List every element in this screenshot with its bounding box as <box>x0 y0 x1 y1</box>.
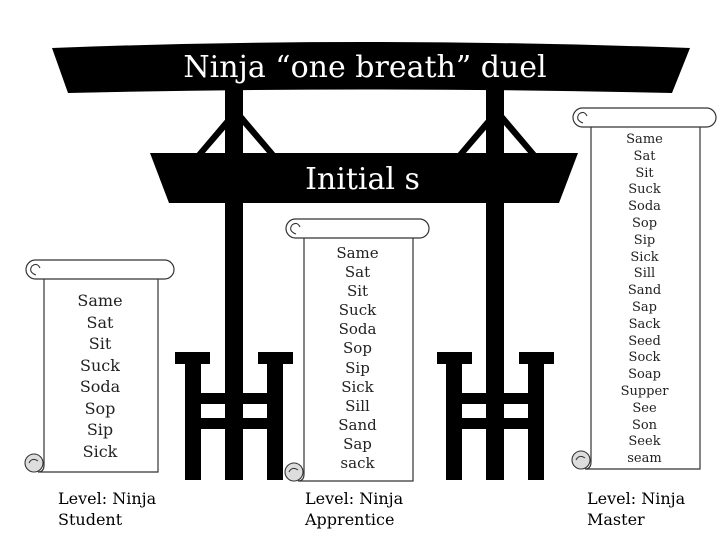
word-item: See <box>632 400 657 416</box>
word-item: Sat <box>86 312 114 332</box>
gate-top-beam <box>52 42 690 93</box>
word-item: Sock <box>628 350 661 366</box>
scroll-top-roll <box>285 218 430 239</box>
page-subtitle: Initial s <box>305 162 420 197</box>
scroll-top-roll <box>572 107 717 128</box>
word-item: Sand <box>338 415 377 434</box>
word-item: seam <box>627 451 662 467</box>
word-item: Seek <box>628 434 661 450</box>
scroll-bottom-curl-line <box>575 455 586 461</box>
scroll-body <box>37 268 159 473</box>
word-item: Sap <box>343 434 372 453</box>
word-item: Sit <box>635 165 654 181</box>
word-item: Soap <box>628 367 661 383</box>
scroll-bottom-curl-line <box>28 458 39 464</box>
word-item: Sat <box>344 263 371 282</box>
gate-sign-board <box>150 153 578 203</box>
level-label-line1: Level: Ninja <box>587 489 686 508</box>
scroll-bottom-curl-line <box>288 467 299 473</box>
gate-right-fence <box>437 352 554 480</box>
word-item: Suck <box>628 182 661 198</box>
scroll-paper <box>571 107 717 470</box>
word-item: Sip <box>345 358 370 377</box>
level-label-line2: Student <box>58 510 123 529</box>
word-item: Same <box>626 132 663 147</box>
word-item: Sick <box>82 441 118 461</box>
level-label-master: Level: Ninja Master <box>587 488 685 530</box>
level-label-line2: Master <box>587 510 645 529</box>
level-label-line2: Apprentice <box>305 510 395 529</box>
word-item: Supper <box>620 383 669 399</box>
gate-right-brace-left <box>457 115 490 154</box>
word-item: Sip <box>86 420 114 439</box>
gate-right-brace-right <box>504 115 537 154</box>
word-item: Sill <box>345 396 370 415</box>
scroll-body <box>297 227 414 482</box>
word-item: Sack <box>628 316 661 332</box>
word-item: Sap <box>632 299 657 315</box>
word-item: Sit <box>88 334 112 353</box>
word-item: Sop <box>84 398 116 418</box>
word-item: Sit <box>346 282 369 301</box>
word-item: sack <box>340 454 375 473</box>
scroll-top-curl <box>290 222 301 235</box>
word-item: Same <box>336 244 379 262</box>
word-item: Sand <box>627 283 662 299</box>
gate-left-fence <box>175 352 293 480</box>
scroll-bottom-curl <box>571 450 591 470</box>
level-label-apprentice: Level: Ninja Apprentice <box>305 488 403 530</box>
gate-left-brace-right <box>243 115 276 154</box>
scroll-top-roll <box>25 259 175 280</box>
word-item: Son <box>631 417 658 433</box>
word-item: Same <box>77 291 123 310</box>
word-item: Sick <box>341 377 374 396</box>
scroll-top-curl <box>30 263 41 276</box>
level-label-line1: Level: Ninja <box>58 489 157 508</box>
word-item: Sop <box>631 215 658 231</box>
word-item: Seed <box>628 333 661 349</box>
scroll-paper <box>284 218 430 482</box>
level-label-student: Level: Ninja Student <box>58 488 156 530</box>
word-item: Sick <box>630 249 659 265</box>
word-item: Suck <box>338 301 377 320</box>
word-item: Soda <box>338 320 377 339</box>
word-item: Soda <box>79 377 121 396</box>
scroll-bottom-curl <box>284 462 304 482</box>
gate-left-brace-left <box>196 115 229 154</box>
word-item: Soda <box>628 199 661 215</box>
scroll-paper <box>24 259 175 473</box>
word-item: Sat <box>633 148 656 164</box>
scroll-body <box>584 116 701 470</box>
word-item: Sip <box>633 232 656 248</box>
level-label-line1: Level: Ninja <box>305 489 404 508</box>
scroll-top-curl <box>577 111 588 124</box>
page-title: Ninja “one breath” duel <box>183 50 547 85</box>
word-item: Sop <box>343 339 372 358</box>
word-item: Sill <box>633 266 656 282</box>
scroll-bottom-curl <box>24 453 44 473</box>
word-item: Suck <box>80 355 120 375</box>
